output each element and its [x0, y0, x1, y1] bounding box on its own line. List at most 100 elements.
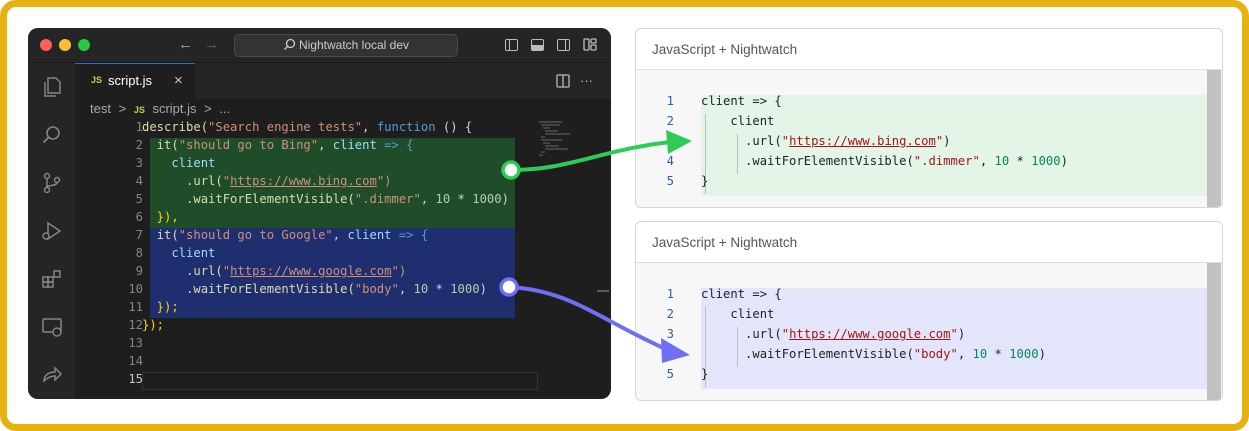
- code-token: ,: [957, 347, 973, 361]
- code-line: client => {: [701, 287, 782, 301]
- toggle-panel-icon[interactable]: [531, 39, 544, 51]
- code-line: .waitForElementVisible("body", 10 * 1000…: [142, 282, 487, 296]
- remote-explorer-icon[interactable]: [40, 315, 64, 339]
- minimize-window-button[interactable]: [59, 39, 71, 51]
- card-header: JavaScript + Nightwatch: [636, 29, 1222, 70]
- code-token: client => {: [701, 287, 782, 301]
- toggle-primary-sidebar-icon[interactable]: [505, 39, 518, 51]
- breadcrumb-more[interactable]: ...: [219, 101, 231, 116]
- breadcrumb-folder[interactable]: test: [90, 101, 111, 116]
- search-icon[interactable]: [40, 123, 64, 147]
- code-token: ): [1060, 154, 1068, 168]
- blue-arrow: [499, 277, 690, 363]
- code-token: }),: [142, 210, 179, 224]
- code-token: }: [701, 367, 709, 381]
- line-number: 1: [135, 120, 143, 134]
- editor-tabs: JS script.js × ···: [75, 63, 611, 100]
- code-token: *: [987, 347, 1010, 361]
- command-center[interactable]: Nightwatch local dev: [234, 34, 458, 57]
- line-number: 4: [666, 154, 674, 168]
- minimap[interactable]: [538, 120, 578, 210]
- line-number: 1: [666, 94, 674, 108]
- breadcrumb-file[interactable]: script.js: [152, 101, 197, 116]
- code-line: }: [701, 367, 708, 381]
- code-token: client: [701, 307, 775, 321]
- close-tab-icon[interactable]: ×: [174, 72, 183, 89]
- line-number: 11: [128, 300, 143, 314]
- files-icon[interactable]: [40, 75, 64, 99]
- extensions-icon[interactable]: [40, 267, 64, 291]
- more-actions-icon[interactable]: ···: [580, 73, 593, 88]
- code-token: client: [332, 138, 377, 152]
- code-line: it("should go to Bing", client => {: [142, 138, 414, 152]
- code-token: .waitForElementVisible(: [701, 154, 914, 168]
- code-line: .url("https://www.bing.com"): [701, 134, 950, 148]
- code-line: });: [142, 300, 179, 314]
- code-token: https://www.google.com: [789, 327, 951, 341]
- split-editor-icon[interactable]: [556, 74, 570, 88]
- card-scrollbar[interactable]: [1207, 263, 1221, 400]
- line-number: 3: [666, 327, 674, 341]
- breadcrumb-separator: >: [118, 101, 127, 116]
- customize-layout-icon[interactable]: [583, 38, 597, 51]
- code-token: "body": [354, 282, 399, 296]
- line-number: 8: [135, 246, 143, 260]
- source-control-icon[interactable]: [40, 171, 64, 195]
- indent-guide: [737, 134, 738, 174]
- code-token: ": [222, 174, 231, 188]
- scrollbar-marker: [597, 290, 609, 292]
- code-token: .waitForElementVisible(: [142, 282, 355, 296]
- tab-script-js[interactable]: JS script.js ×: [75, 63, 195, 100]
- close-window-button[interactable]: [40, 39, 52, 51]
- code-token: => {: [376, 138, 414, 152]
- command-center-label: Nightwatch local dev: [298, 38, 410, 52]
- code-token: ,: [332, 228, 348, 242]
- code-token: *: [450, 192, 473, 206]
- code-token: https://www.google.com: [230, 264, 392, 278]
- code-token: });: [142, 300, 179, 314]
- line-number: 1: [666, 287, 674, 301]
- code-token: .url(: [142, 174, 223, 188]
- card-scrollbar[interactable]: [1207, 70, 1221, 207]
- code-token: ): [1038, 347, 1046, 361]
- maximize-window-button[interactable]: [78, 39, 90, 51]
- code-line: client: [142, 156, 215, 170]
- code-token: 1000: [472, 192, 502, 206]
- code-token: ": [222, 264, 231, 278]
- toggle-secondary-sidebar-icon[interactable]: [557, 39, 570, 51]
- code-token: function: [376, 120, 436, 134]
- card-header: JavaScript + Nightwatch: [636, 222, 1222, 263]
- code-token: () {: [435, 120, 473, 134]
- code-token: .url(: [142, 264, 223, 278]
- code-line: .waitForElementVisible("body", 10 * 1000…: [701, 347, 1046, 361]
- code-token: client: [142, 156, 216, 170]
- forward-arrow-icon[interactable]: →: [204, 36, 219, 53]
- code-line: client: [701, 114, 774, 128]
- line-number: 15: [128, 372, 143, 386]
- code-token: 1000: [450, 282, 480, 296]
- code-token: https://www.bing.com: [230, 174, 377, 188]
- code-token: client => {: [701, 94, 782, 108]
- line-number: 5: [666, 367, 674, 381]
- line-number: 14: [128, 354, 143, 368]
- code-token: ): [957, 327, 966, 341]
- code-token: }: [701, 174, 709, 188]
- run-debug-icon[interactable]: [40, 219, 64, 243]
- code-token: "Search engine tests": [208, 120, 363, 134]
- line-number: 5: [135, 192, 143, 206]
- line-number: 4: [135, 174, 143, 188]
- code-token: it(: [142, 228, 179, 242]
- code-line: .waitForElementVisible(".dimmer", 10 * 1…: [142, 192, 509, 206]
- indent-guide: [705, 307, 706, 387]
- back-arrow-icon[interactable]: ←: [178, 36, 193, 53]
- code-token: 1000: [1031, 154, 1061, 168]
- share-icon[interactable]: [40, 363, 64, 387]
- code-line: it("should go to Google", client => {: [142, 228, 429, 242]
- line-number: 2: [666, 307, 674, 321]
- js-file-icon: JS: [91, 75, 103, 85]
- code-token: "): [376, 174, 392, 188]
- tab-label: script.js: [108, 73, 153, 88]
